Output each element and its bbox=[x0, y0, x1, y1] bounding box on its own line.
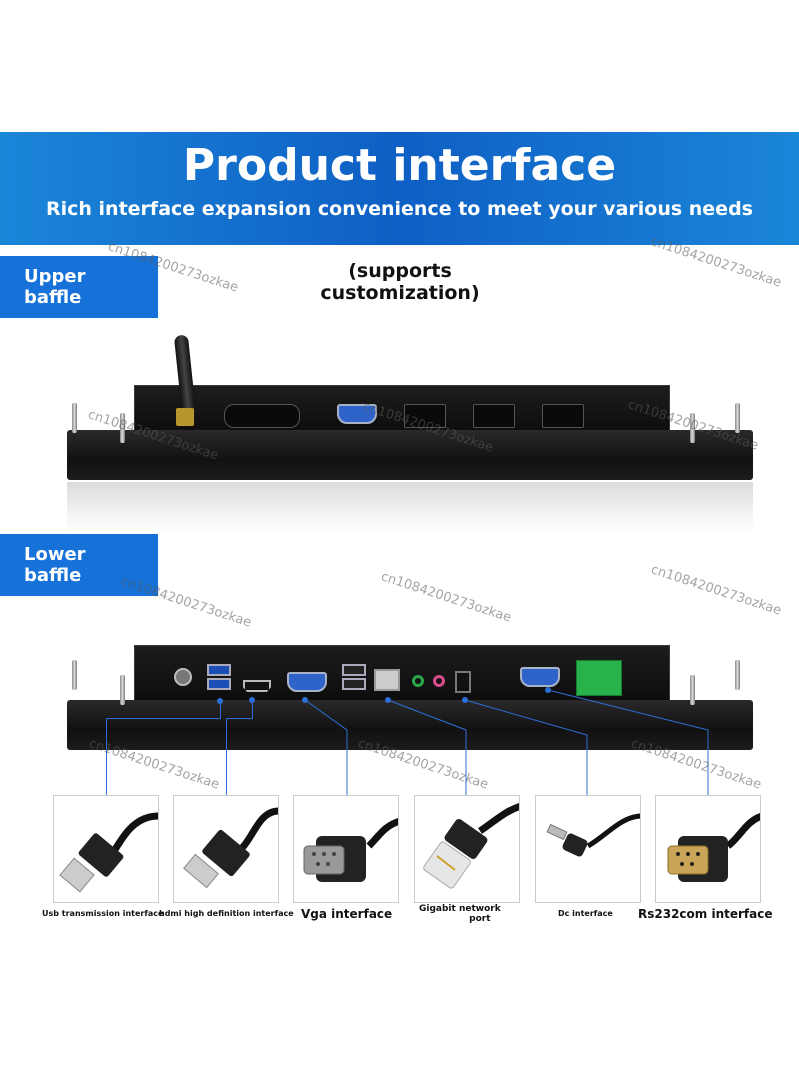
caption-ethernet: Gigabit network port bbox=[419, 904, 501, 924]
ethernet-cable-icon bbox=[423, 803, 519, 889]
rs232-cable-icon bbox=[667, 813, 760, 882]
usb-port-2 bbox=[207, 678, 231, 690]
rs232-card bbox=[655, 795, 761, 903]
lower-baffle-label-line1: Lower bbox=[24, 544, 86, 565]
upper-baffle-label-line2: baffle bbox=[24, 287, 82, 308]
rs232-port bbox=[520, 667, 560, 687]
upper-slot-2 bbox=[404, 404, 446, 428]
upper-baffle-tag: Upper baffle bbox=[0, 256, 158, 318]
hdmi-port bbox=[243, 680, 271, 692]
ethernet-card bbox=[414, 795, 520, 903]
usb-card bbox=[53, 795, 159, 903]
customization-note-line1: (supports bbox=[348, 260, 452, 282]
caption-dc: Dc interface bbox=[558, 909, 613, 918]
hdmi-card bbox=[173, 795, 279, 903]
dc-card bbox=[535, 795, 641, 903]
upper-device-front bbox=[67, 430, 753, 480]
power-terminal-block bbox=[576, 660, 622, 696]
upper-slot-4 bbox=[542, 404, 584, 428]
upper-slot-3 bbox=[473, 404, 515, 428]
customization-note: (supports customization) bbox=[300, 260, 500, 304]
page-subtitle: Rich interface expansion convenience to … bbox=[46, 198, 753, 220]
header-banner bbox=[0, 132, 799, 245]
hdmi-cable-icon bbox=[183, 807, 278, 889]
power-button-icon bbox=[174, 668, 192, 686]
caption-vga: Vga interface bbox=[301, 907, 393, 921]
dc-port bbox=[455, 671, 471, 693]
caption-rs232: Rs232com interface bbox=[638, 907, 773, 921]
upper-rs232-port bbox=[337, 404, 377, 424]
upper-slot-1 bbox=[224, 404, 300, 428]
caption-hdmi: hdmi high definition interface bbox=[159, 909, 294, 918]
audio-port-green bbox=[412, 675, 424, 687]
vga-card bbox=[293, 795, 399, 903]
ethernet-port bbox=[374, 669, 400, 691]
usb-port-3 bbox=[342, 664, 366, 676]
vga-port bbox=[287, 672, 327, 692]
lower-baffle-tag: Lower baffle bbox=[0, 534, 158, 596]
caption-usb: Usb transmission interface bbox=[42, 909, 164, 918]
usb-port-4 bbox=[342, 678, 366, 690]
audio-port-pink bbox=[433, 675, 445, 687]
dc-cable-icon bbox=[546, 813, 640, 857]
page-title: Product interface bbox=[182, 140, 617, 191]
upper-baffle-label-line1: Upper bbox=[24, 266, 86, 287]
usb-cable-icon bbox=[59, 812, 158, 893]
usb-port-1 bbox=[207, 664, 231, 676]
lower-baffle-label-line2: baffle bbox=[24, 565, 82, 586]
vga-cable-icon bbox=[303, 818, 398, 882]
customization-note-line2: customization) bbox=[320, 282, 480, 304]
